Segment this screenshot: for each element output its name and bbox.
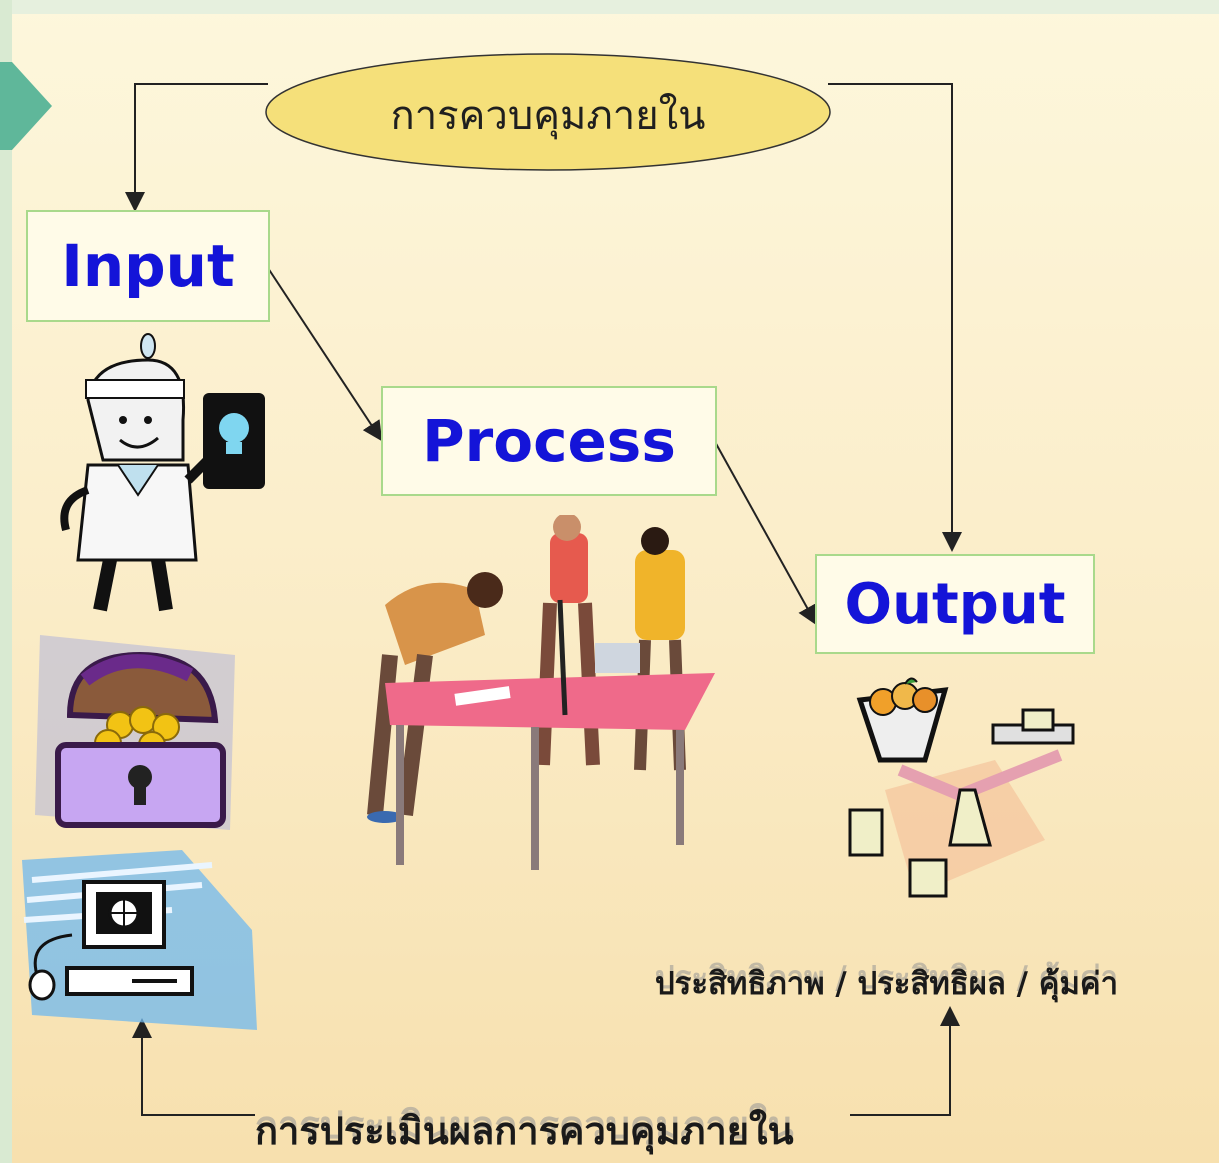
team-meeting-clipart bbox=[367, 515, 715, 870]
arrow-process-to-output bbox=[713, 439, 817, 626]
treasure-chest-clipart bbox=[35, 635, 235, 830]
evaluation-caption: การประเมินผลการควบคุมภายใน bbox=[255, 1109, 794, 1153]
input-box: Input bbox=[26, 210, 270, 322]
arrow-input-to-process bbox=[265, 264, 383, 442]
scale-fruit-clipart bbox=[848, 677, 1075, 898]
arrow-evaluation-to-output bbox=[850, 1006, 960, 1116]
arrow-evaluation-to-input bbox=[132, 1018, 255, 1116]
arrow-control-to-input bbox=[125, 83, 268, 212]
output-box: Output bbox=[815, 554, 1095, 654]
input-label: Input bbox=[61, 232, 235, 300]
process-label: Process bbox=[422, 407, 676, 475]
control-oval-label: การควบคุมภายใน bbox=[390, 93, 706, 139]
chevron-base bbox=[0, 62, 12, 150]
control-oval-shape bbox=[265, 53, 831, 171]
output-caption: ประสิทธิภาพ / ประสิทธิผล / คุ้มค่า bbox=[655, 966, 1119, 1002]
output-label: Output bbox=[844, 571, 1066, 637]
arrow-control-to-output bbox=[828, 83, 962, 552]
process-box: Process bbox=[381, 386, 717, 496]
slide-left-border bbox=[0, 0, 12, 1163]
slide-top-border bbox=[0, 0, 1219, 14]
computer-clipart bbox=[22, 850, 257, 1030]
chevron-arrow-icon bbox=[12, 62, 52, 150]
doctor-clipart bbox=[60, 333, 265, 612]
